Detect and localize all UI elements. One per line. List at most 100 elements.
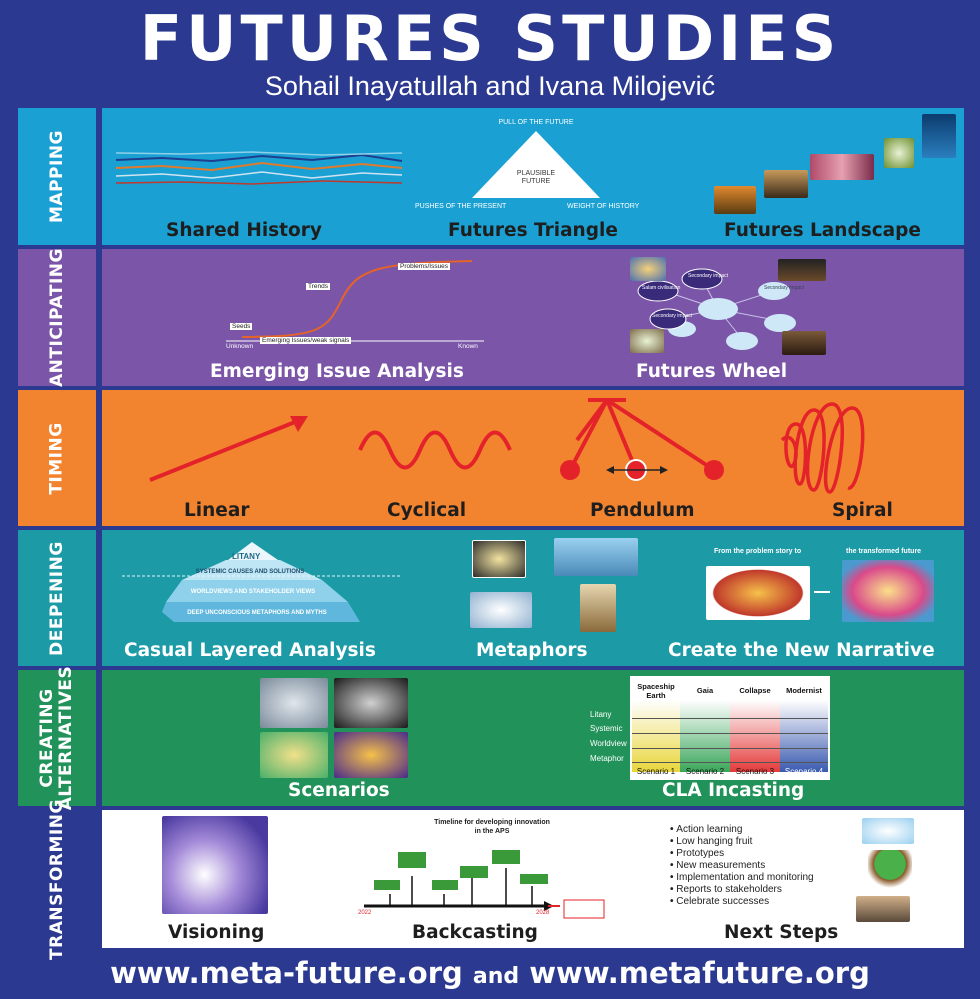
scenario-photo-1: [260, 678, 328, 728]
futures-triangle-icon: [472, 131, 600, 198]
iceberg-layer-systemic: SYSTEMIC CAUSES AND SOLUTIONS: [195, 569, 305, 575]
metaphor-photo-1: [472, 540, 526, 578]
row-label-transforming: TRANSFORMING: [18, 799, 96, 959]
footer-and: and: [472, 964, 520, 989]
item-cyclical: Cyclical: [387, 500, 467, 521]
item-linear: Linear: [184, 500, 250, 521]
panel-creating: Spaceship Earth Gaia Collapse Modernist …: [102, 670, 964, 806]
iceberg-litany: LITANY: [232, 552, 261, 561]
problem-carousel-icon: [706, 566, 810, 620]
triangle-center: PLAUSIBLE FUTURE: [516, 170, 556, 185]
cyclical-wave-icon: [358, 430, 512, 470]
item-cla-incasting: CLA Incasting: [662, 780, 805, 801]
cla-scenario-3: Scenario 3: [735, 767, 775, 776]
poster-title: FUTURES STUDIES: [139, 2, 841, 75]
cla-row-metaphor: Metaphor: [590, 754, 624, 763]
item-scenarios: Scenarios: [288, 780, 390, 801]
item-create-new-narrative: Create the New Narrative: [668, 640, 935, 661]
cla-row-litany: Litany: [590, 710, 612, 719]
landscape-sprout-icon: [884, 138, 914, 168]
spiral-icon: [780, 402, 865, 494]
wheel-photo-1: [630, 257, 666, 281]
item-spiral: Spiral: [832, 500, 893, 521]
footer-url-2[interactable]: www.metafuture.org: [529, 956, 870, 990]
item-futures-triangle: Futures Triangle: [448, 220, 618, 241]
triangle-pull: PULL OF THE FUTURE: [498, 119, 574, 126]
triangle-pushes: PUSHES OF THE PRESENT: [415, 203, 507, 210]
cla-row-systemic: Systemic: [590, 724, 623, 733]
anticipating-graphics: [226, 260, 796, 350]
cla-head-modernist: Modernist: [786, 686, 822, 695]
cla-scenario-4: Scenario 4: [784, 767, 824, 776]
wheel-photo-4: [782, 331, 826, 355]
future-fair-icon: [842, 560, 934, 622]
wheel-node-2: Salam civilisation: [642, 285, 681, 291]
next-step-item: New measurements: [670, 860, 814, 872]
next-step-item: Celebrate successes: [670, 896, 814, 908]
timeline-milestones-icon: [374, 850, 548, 890]
item-emerging-issue-analysis: Emerging Issue Analysis: [210, 361, 464, 382]
cla-incasting-table: Spaceship Earth Gaia Collapse Modernist …: [630, 676, 830, 780]
timeline-title: Timeline for developing innovation in th…: [434, 819, 550, 835]
celebration-photo: [856, 896, 910, 922]
item-casual-layered-analysis: Casual Layered Analysis: [124, 640, 376, 661]
landscape-stars-icon: [922, 114, 956, 158]
panel-transforming: Timeline for developing innovation in th…: [102, 810, 964, 948]
item-futures-landscape: Futures Landscape: [724, 220, 921, 241]
curve-known: Known: [458, 343, 478, 350]
item-backcasting: Backcasting: [412, 922, 538, 943]
cla-col-gaia: [680, 700, 730, 772]
cla-col-spaceship: [632, 700, 680, 772]
curve-unknown: Unknown: [226, 343, 254, 350]
cla-col-collapse: [730, 700, 780, 772]
panel-deepening: LITANY SYSTEMIC CAUSES AND SOLUTIONS WOR…: [102, 530, 964, 666]
cla-scenario-1: Scenario 1: [636, 767, 676, 776]
iceberg-layer-worldviews: WORLDVIEWS AND STAKEHOLDER VIEWS: [190, 589, 316, 595]
wheel-node-3: Secondary impact: [652, 313, 693, 319]
wheel-node-4: Secondary impact: [764, 285, 805, 291]
wheel-photo-3: [630, 329, 664, 353]
item-metaphors: Metaphors: [476, 640, 588, 661]
cla-col-modernist: [780, 700, 828, 772]
backcasting-timeline: [364, 850, 605, 919]
next-steps-list: Action learning Low hanging fruit Protot…: [670, 824, 814, 908]
metaphor-mirror-icon: [554, 538, 638, 576]
row-label-mapping: MAPPING: [18, 108, 96, 245]
triangle-weight: WEIGHT OF HISTORY: [567, 203, 640, 210]
curve-trends: Trends: [306, 283, 330, 290]
timeline-goal-box: [563, 899, 605, 919]
panel-mapping: PULL OF THE FUTURE PLAUSIBLE FUTURE PUSH…: [102, 108, 964, 245]
landscape-photo-1: [714, 186, 756, 214]
visioning-image: [162, 816, 268, 914]
cycle-arrows-icon: [862, 818, 914, 844]
row-anticipating: ANTICIPATING Se: [18, 248, 964, 387]
iceberg-layer-myths: DEEP UNCONSCIOUS METAPHORS AND MYTHS: [187, 610, 327, 616]
narrative-from: From the problem story to: [714, 548, 802, 555]
row-mapping: MAPPING PULL OF THE FUTURE PLAUSIBLE FUT…: [18, 108, 964, 245]
cla-head-gaia: Gaia: [696, 686, 714, 695]
curve-emerging: Emerging Issues/weak signals: [260, 337, 352, 344]
shared-history-lines-icon: [115, 151, 403, 185]
timing-graphics: [149, 398, 865, 494]
row-transforming: TRANSFORMING Timeline for developing inn…: [18, 799, 964, 959]
curve-problems: Problems/Issues: [398, 263, 451, 270]
mapping-graphics: [115, 131, 600, 198]
metaphor-ladder-icon: [580, 584, 616, 632]
linear-arrow-icon: [149, 416, 308, 482]
cla-row-worldview: Worldview: [590, 739, 627, 748]
metaphor-photo-3: [470, 592, 532, 628]
footer-url-1[interactable]: www.meta-future.org: [110, 956, 463, 990]
item-visioning: Visioning: [168, 922, 265, 943]
fruit-tree-icon: [868, 850, 912, 890]
poster-authors: Sohail Inayatullah and Ivana Milojević: [264, 71, 716, 101]
next-step-item: Prototypes: [670, 848, 814, 860]
cla-scenario-2: Scenario 2: [685, 767, 725, 776]
wheel-node-1: Secondary impact: [688, 273, 729, 279]
row-label-deepening: DEEPENING: [18, 530, 96, 666]
panel-timing: Linear Cyclical Pendulum Spiral: [102, 390, 964, 526]
narrative-to: the transformed future: [846, 548, 922, 555]
next-step-item: Low hanging fruit: [670, 836, 814, 848]
next-step-item: Reports to stakeholders: [670, 884, 814, 896]
timeline-end: 2028: [536, 910, 550, 916]
scenario-photo-2: [334, 678, 408, 728]
